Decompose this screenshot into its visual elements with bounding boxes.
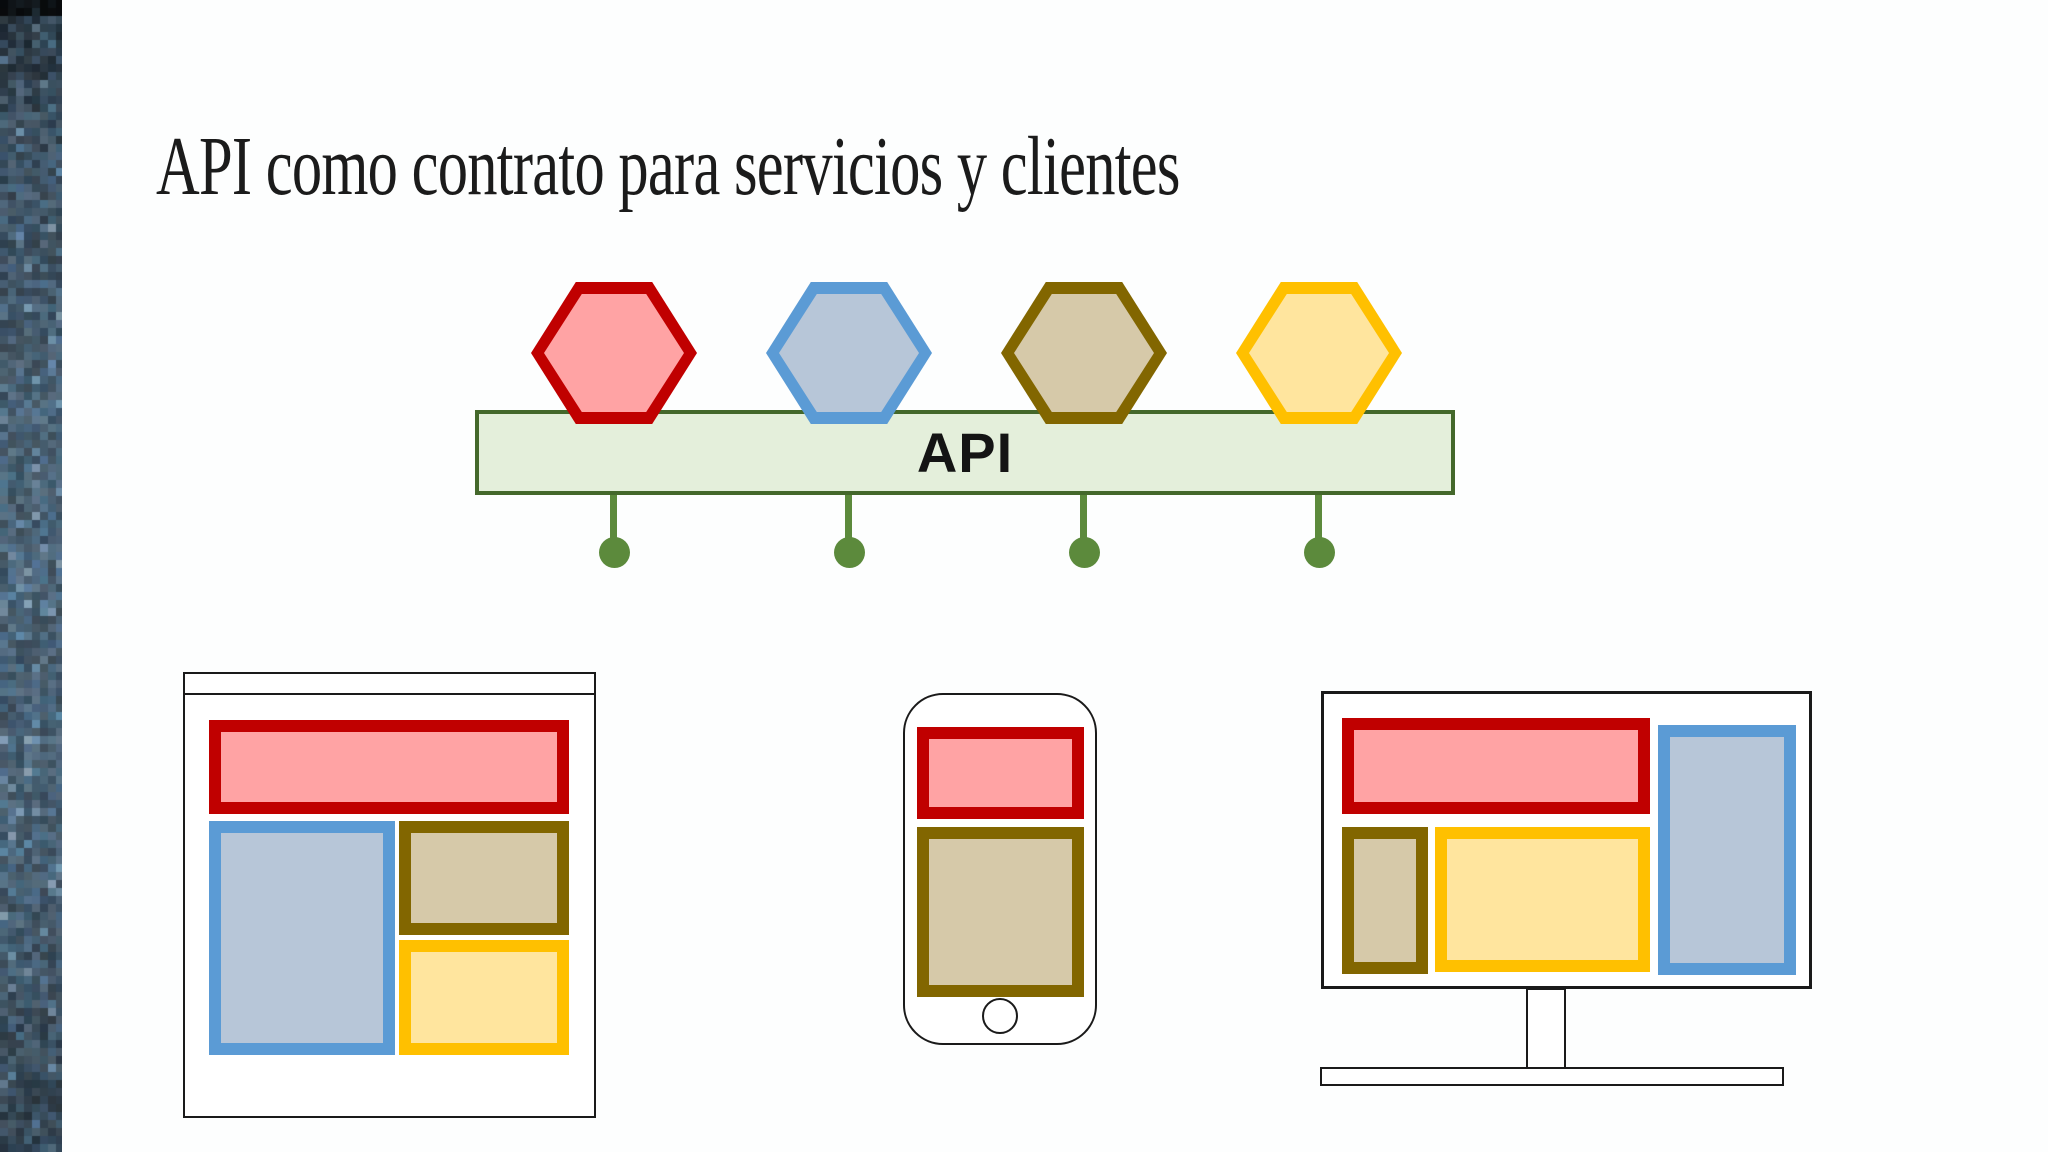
- browser-panel-yellow-block: [399, 940, 569, 1055]
- monitor-base: [1320, 1067, 1784, 1086]
- service-hexagon-red-icon: [531, 282, 697, 424]
- connector-pin-line: [1080, 494, 1087, 541]
- sidebar-texture: [0, 0, 62, 1152]
- service-hexagon-olive-icon: [1001, 282, 1167, 424]
- monitor-screen: [1321, 691, 1812, 989]
- browser-header-block: [209, 720, 569, 814]
- monitor-panel-olive-block: [1342, 827, 1428, 974]
- phone-main-block: [917, 827, 1084, 997]
- browser-main-block: [209, 821, 395, 1055]
- connector-pin-line: [845, 494, 852, 541]
- browser-panel-olive-block: [399, 821, 569, 935]
- connector-pin-dot: [834, 537, 865, 568]
- api-bar-label: API: [916, 421, 1014, 484]
- service-hexagon-yellow-fill: [1249, 294, 1389, 412]
- connector-pin-line: [610, 494, 617, 541]
- client-smartphone: [903, 693, 1097, 1045]
- connector-pin-line: [1315, 494, 1322, 541]
- browser-titlebar: [185, 674, 594, 695]
- monitor-panel-yellow-block: [1435, 827, 1650, 972]
- connector-pin-dot: [599, 537, 630, 568]
- api-bar: API: [475, 410, 1455, 495]
- connector-pin-dot: [1069, 537, 1100, 568]
- connector-pin-dot: [1304, 537, 1335, 568]
- service-hexagon-red-fill: [544, 294, 684, 412]
- service-hexagon-blue-icon: [766, 282, 932, 424]
- client-browser-window: [183, 672, 596, 1118]
- phone-header-block: [917, 727, 1084, 819]
- service-hexagon-yellow-icon: [1236, 282, 1402, 424]
- service-hexagon-blue-fill: [779, 294, 919, 412]
- phone-home-button: [982, 998, 1018, 1034]
- monitor-sidebar-block: [1658, 725, 1796, 975]
- monitor-stand: [1526, 988, 1566, 1069]
- slide-title: API como contrato para servicios y clien…: [156, 120, 1180, 213]
- monitor-header-block: [1342, 718, 1650, 814]
- service-hexagon-olive-fill: [1014, 294, 1154, 412]
